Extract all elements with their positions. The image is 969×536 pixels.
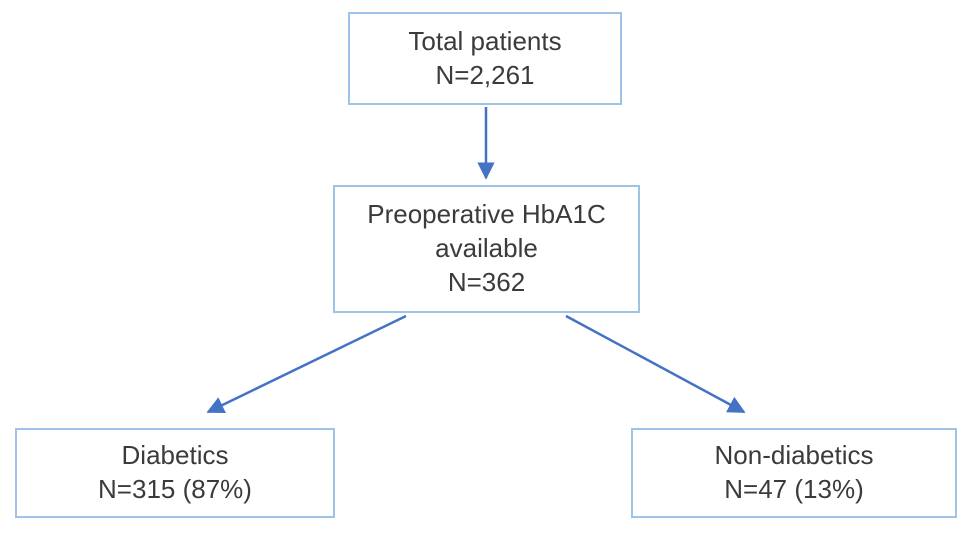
arrow-hba1c-to-diabetics	[206, 314, 407, 414]
node-total-patients-count: N=2,261	[435, 59, 535, 90]
node-hba1c-available-label-line2: available	[435, 233, 538, 264]
node-diabetics-count: N=315 (87%)	[98, 474, 252, 504]
node-total-patients: Total patients N=2,261	[348, 12, 622, 105]
arrow-hba1c-to-nondiabetics	[565, 314, 746, 414]
node-total-patients-label: Total patients	[408, 25, 562, 56]
node-hba1c-available-label-line1: Preoperative HbA1C	[367, 199, 606, 230]
node-hba1c-available-count: N=362	[447, 266, 526, 297]
node-diabetics-label: Diabetics	[121, 440, 229, 471]
node-non-diabetics: Non-diabetics N=47 (13%)	[631, 428, 957, 518]
node-hba1c-available: Preoperative HbA1C available N=362	[333, 185, 640, 313]
node-non-diabetics-count: N=47 (13%)	[724, 474, 864, 504]
node-diabetics: Diabetics N=315 (87%)	[15, 428, 335, 518]
node-non-diabetics-label: Non-diabetics	[714, 440, 874, 471]
